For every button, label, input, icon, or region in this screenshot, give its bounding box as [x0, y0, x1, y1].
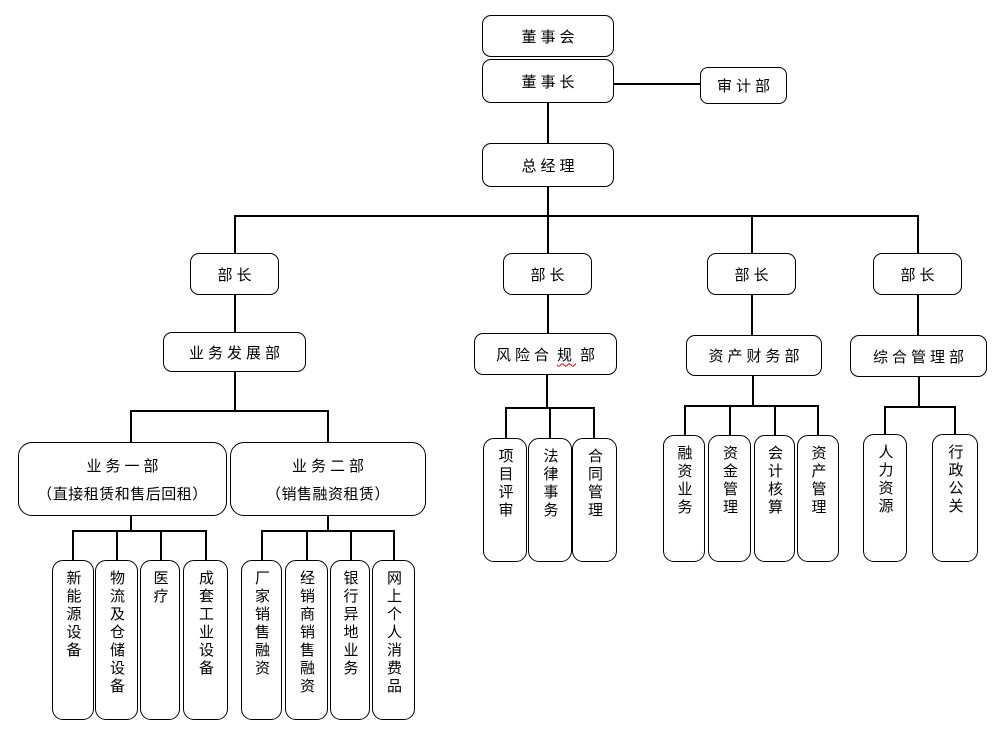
connector-bus-minister-2 [547, 215, 549, 253]
node-asset-management[interactable]: 资产管理 [797, 435, 839, 562]
business-unit-1-subtitle: （直接租赁和售后回租） [37, 484, 208, 503]
connector-minister1-bizdev [234, 295, 236, 332]
connector-drop-hr [884, 406, 886, 434]
connector-main-bus [234, 215, 918, 217]
connector-bizunit2-bus-h [261, 530, 394, 532]
business-unit-2-title: 业务二部 [291, 456, 368, 475]
connector-drop-new-energy [72, 530, 74, 560]
node-general-admin-dept[interactable]: 综合管理部 [850, 335, 987, 377]
node-accounting[interactable]: 会计核算 [754, 435, 795, 562]
connector-drop-bank-remote [350, 530, 352, 560]
connector-finance-bus-h [684, 405, 818, 407]
node-medical[interactable]: 医疗 [140, 560, 180, 720]
node-audit-department[interactable]: 审计部 [700, 67, 787, 104]
node-business-development-dept[interactable]: 业务发展部 [163, 332, 306, 372]
business-unit-1-title: 业务一部 [86, 456, 163, 475]
node-factory-sales-financing[interactable]: 厂家销售融资 [241, 560, 282, 720]
connector-drop-project-review [505, 407, 507, 438]
connector-gm-bus [547, 187, 549, 215]
connector-drop-financing [684, 405, 686, 435]
connector-drop-industrial [205, 530, 207, 560]
connector-drop-factory-sales [261, 530, 263, 560]
node-chairman[interactable]: 董事长 [482, 59, 614, 103]
node-new-energy-equipment[interactable]: 新能源设备 [52, 560, 94, 720]
connector-bizunit1-bus-h [72, 530, 206, 532]
node-project-review[interactable]: 项目评审 [483, 438, 527, 562]
connector-drop-dealer-sales [306, 530, 308, 560]
node-minister-2[interactable]: 部长 [503, 253, 592, 295]
connector-bus-minister-3 [751, 215, 753, 253]
connector-admin-bus-h [884, 406, 955, 408]
connector-drop-admin-pr [954, 406, 956, 434]
business-unit-2-subtitle: （销售融资租赁） [265, 484, 390, 503]
connector-chairman-audit [614, 83, 700, 85]
connector-finance-bus [752, 376, 754, 405]
connector-bus-bizunit1 [130, 410, 132, 442]
connector-drop-asset-mgmt [817, 405, 819, 435]
connector-drop-logistics [116, 530, 118, 560]
node-dealer-sales-financing[interactable]: 经销商销售融资 [285, 560, 328, 720]
connector-minister4-admin [917, 295, 919, 335]
node-legal-affairs[interactable]: 法律事务 [528, 438, 572, 562]
node-fund-management[interactable]: 资金管理 [708, 435, 751, 562]
connector-bizunit1-bus [130, 516, 132, 530]
node-online-personal-consumer-goods[interactable]: 网上个人消费品 [372, 560, 415, 720]
connector-drop-medical [160, 530, 162, 560]
connector-bus-bizunit2 [327, 410, 329, 442]
node-risk-compliance-dept[interactable]: 风险合规部 [474, 333, 617, 375]
node-industrial-equipment-sets[interactable]: 成套工业设备 [183, 560, 228, 720]
node-administration-pr[interactable]: 行政公关 [932, 434, 978, 562]
node-business-unit-1[interactable]: 业务一部 （直接租赁和售后回租） [18, 442, 227, 516]
connector-minister3-finance [751, 295, 753, 335]
node-business-unit-2[interactable]: 业务二部 （销售融资租赁） [230, 442, 426, 516]
risk-compliance-label-prefix: 风险合 [495, 345, 553, 364]
node-asset-finance-dept[interactable]: 资产财务部 [686, 335, 822, 376]
node-minister-3[interactable]: 部长 [707, 253, 796, 295]
node-logistics-storage-equipment[interactable]: 物流及仓储设备 [95, 560, 138, 720]
connector-drop-accounting [774, 405, 776, 435]
connector-bus-minister-4 [917, 215, 919, 253]
connector-drop-contract [593, 407, 595, 438]
node-bank-remote-business[interactable]: 银行异地业务 [330, 560, 370, 720]
node-human-resources[interactable]: 人力资源 [863, 434, 907, 562]
connector-bus-minister-1 [234, 215, 236, 253]
connector-drop-online-consumer [393, 530, 395, 560]
node-minister-1[interactable]: 部长 [190, 253, 279, 295]
risk-compliance-label-spellcheck: 规 [556, 345, 576, 364]
connector-bizunit2-bus [327, 516, 329, 530]
node-contract-management[interactable]: 合同管理 [572, 438, 617, 562]
risk-compliance-label-suffix: 部 [580, 345, 600, 364]
connector-bizdev-bus [234, 372, 236, 410]
connector-bizdev-bus-h [130, 410, 328, 412]
connector-drop-fund [729, 405, 731, 435]
node-general-manager[interactable]: 总经理 [482, 143, 614, 187]
node-minister-4[interactable]: 部长 [873, 253, 962, 295]
connector-minister2-risk [547, 295, 549, 333]
connector-risk-bus [546, 375, 548, 408]
connector-admin-bus [918, 377, 920, 406]
connector-drop-legal [549, 407, 551, 438]
connector-chairman-gm [547, 103, 549, 143]
node-financing-business[interactable]: 融资业务 [663, 435, 705, 562]
node-board-of-directors[interactable]: 董事会 [482, 15, 614, 57]
